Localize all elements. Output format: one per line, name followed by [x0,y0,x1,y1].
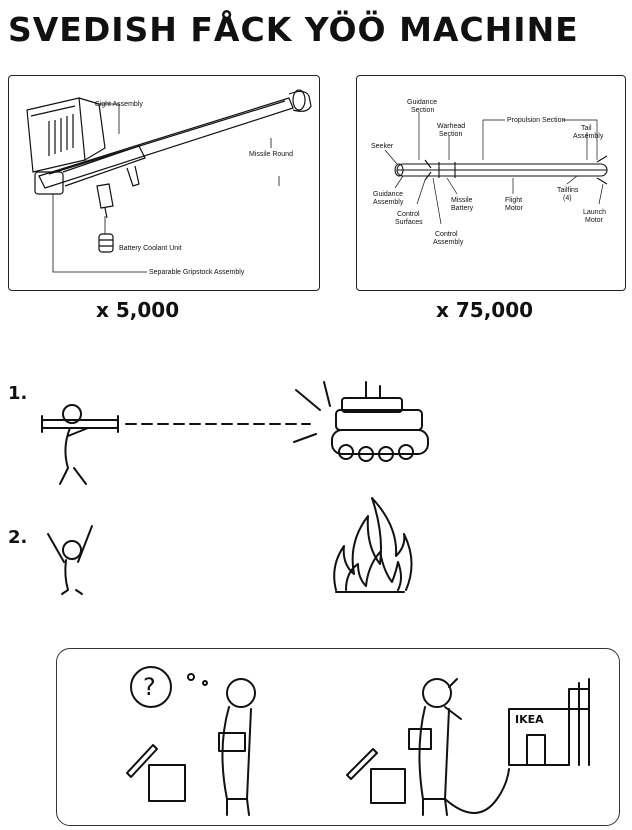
step-2-illustration [47,497,413,595]
label-control-surfaces: Control [397,211,420,218]
confused-customer-box: ? IKEA [56,648,620,826]
missile-drawing: Guidance Section Warhead Section Propuls… [371,99,608,246]
label-missile-battery: Missile [451,197,472,204]
label-flight-motor: Flight [505,197,522,204]
label-control-assembly-line2: Assembly [433,239,464,246]
launcher-drawing: Sight Assembly Missile Round Battery Coo… [26,89,312,276]
label-tailfins-line2: (4) [563,195,572,202]
label-guidance-assembly-line2: Assembly [373,199,404,206]
label-control-assembly: Control [435,231,458,238]
step-2-number: 2. [8,527,28,548]
label-warhead-section-line2: Section [439,131,462,138]
person-aiming-figure [41,404,119,485]
missile-quantity: x 75,000 [436,298,534,322]
missile-diagram-panel: Guidance Section Warhead Section Propuls… [356,75,626,291]
label-launch-motor: Launch [583,209,606,216]
launcher-diagram-panel: Sight Assembly Missile Round Battery Coo… [8,75,320,291]
label-seeker: Seeker [371,143,394,150]
label-tailfins: Tailfins [557,187,579,194]
label-guidance-section-line2: Section [411,107,434,114]
label-warhead-section: Warhead [437,123,465,130]
label-guidance-section: Guidance [407,99,437,106]
label-sight-assembly: Sight Assembly [95,101,143,108]
ikea-sign: IKEA [515,713,544,726]
open-box-right [346,748,406,804]
ikea-help-illustration: ? IKEA [126,666,590,816]
label-tail-assembly-line2: Assembly [573,133,604,140]
phoning-person-figure [408,678,510,816]
open-box [126,744,186,802]
label-tail-assembly: Tail [581,125,592,132]
label-gripstock-assembly: Separable Gripstock Assembly [149,269,245,276]
question-thought-bubble [130,666,208,708]
label-battery-coolant-unit: Battery Coolant Unit [119,245,182,252]
page-title: SVEDISH FÅCK YÖÖ MACHINE [8,10,579,49]
ikea-store-building [508,678,590,766]
label-launch-motor-line2: Motor [585,217,604,224]
fire-flames [333,497,413,593]
tank-figure [331,381,429,462]
label-missile-battery-line2: Battery [451,205,474,212]
launcher-quantity: x 5,000 [96,298,180,322]
question-mark: ? [143,673,156,701]
step-1-illustration [41,381,429,485]
celebrating-person-figure [47,525,93,595]
label-flight-motor-line2: Motor [505,205,524,212]
reading-person-figure [218,678,256,816]
step-1-number: 1. [8,383,28,404]
label-propulsion-section: Propulsion Section [507,117,565,124]
label-guidance-assembly: Guidance [373,191,403,198]
label-control-surfaces-line2: Surfaces [395,219,423,226]
label-missile-round: Missile Round [249,151,293,158]
